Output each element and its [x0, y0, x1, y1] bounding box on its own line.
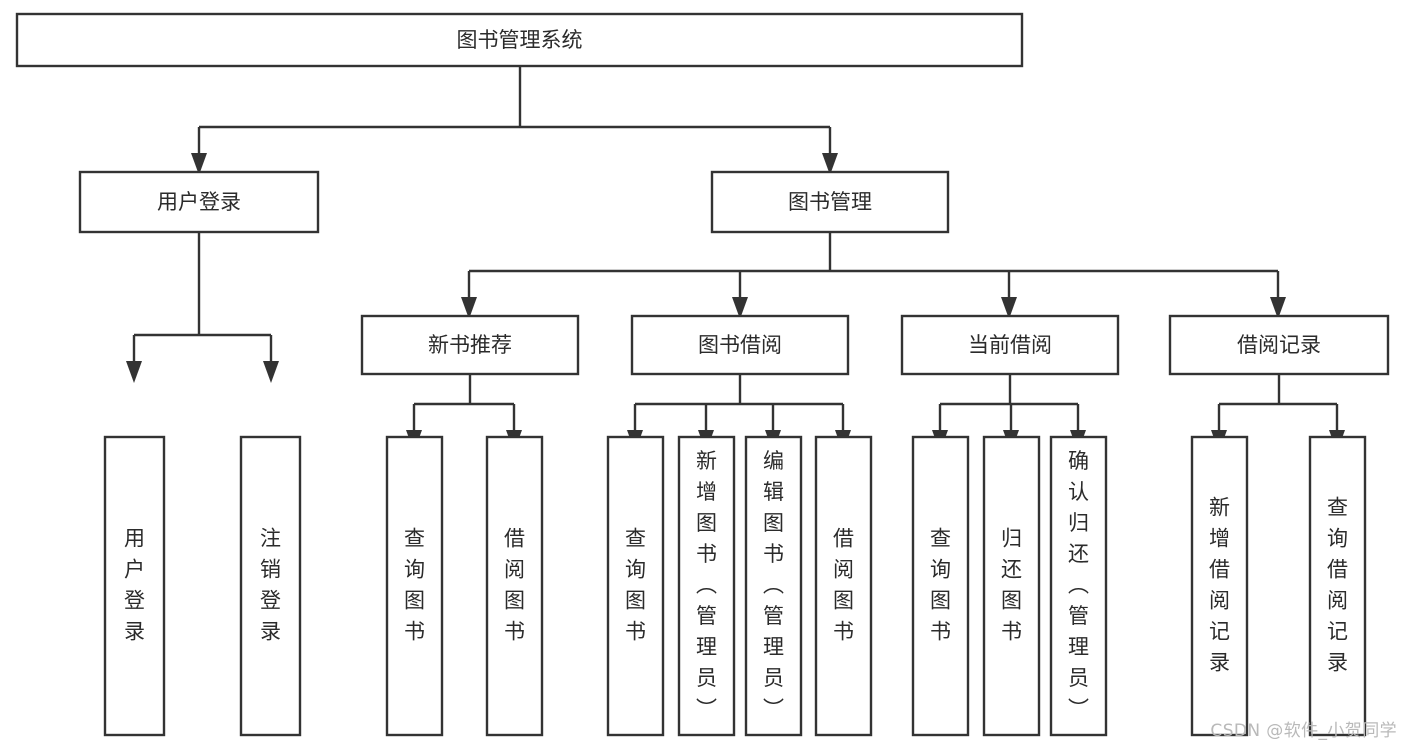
leaf-node-10[interactable]: 确认归还︵管理员︶ [1049, 435, 1108, 737]
level3-node-3-box[interactable] [1168, 314, 1390, 376]
arrow-head-icon [461, 297, 477, 319]
leaf-node-7-label: 借阅图书 [833, 527, 854, 644]
leaf-node-8-box[interactable] [911, 435, 970, 737]
arrow-head-icon [1001, 297, 1017, 319]
leaf-node-3[interactable]: 借阅图书 [485, 435, 544, 737]
leaf-node-7[interactable]: 借阅图书 [814, 435, 873, 737]
level2-node-1-box[interactable] [710, 170, 950, 234]
arrow-head-icon [191, 153, 207, 175]
leaf-node-6-box[interactable] [744, 435, 803, 737]
leaf-node-7-box[interactable] [814, 435, 873, 737]
leaf-node-2-label: 查询图书 [404, 527, 425, 644]
level2-node-0-label: 用户登录 [157, 190, 241, 214]
leaf-node-0[interactable]: 用户登录 [103, 435, 166, 737]
arrow-head-icon [732, 297, 748, 319]
connector-layer [126, 66, 1345, 452]
leaf-node-9-label: 归还图书 [1001, 527, 1022, 644]
leaf-node-10-label: 确认归还︵管理员︶ [1068, 449, 1089, 721]
arrow-head-icon [126, 361, 142, 383]
root-node-book-management-system[interactable]: 图书管理系统 [15, 12, 1024, 68]
level3-node-3[interactable]: 借阅记录 [1168, 314, 1390, 376]
leaf-node-11[interactable]: 新增借阅记录 [1190, 435, 1249, 737]
level2-node-0-box[interactable] [78, 170, 320, 234]
level3-node-1-label: 图书借阅 [698, 333, 782, 357]
leaf-node-4-label: 查询图书 [625, 527, 646, 644]
level3-node-0[interactable]: 新书推荐 [360, 314, 580, 376]
leaf-node-0-label: 用户登录 [124, 527, 145, 644]
leaf-node-10-box[interactable] [1049, 435, 1108, 737]
arrow-head-icon [1270, 297, 1286, 319]
leaf-node-12[interactable]: 查询借阅记录 [1308, 435, 1367, 737]
level3-node-2-label: 当前借阅 [968, 333, 1052, 357]
leaf-node-9-box[interactable] [982, 435, 1041, 737]
arrow-head-icon [822, 153, 838, 175]
level2-node-1-label: 图书管理 [788, 190, 872, 214]
root-node-book-management-system-box[interactable] [15, 12, 1024, 68]
root-node-book-management-system-label: 图书管理系统 [457, 28, 583, 52]
leaf-node-4[interactable]: 查询图书 [606, 435, 665, 737]
leaf-node-1[interactable]: 注销登录 [239, 435, 302, 737]
level3-node-1[interactable]: 图书借阅 [630, 314, 850, 376]
leaf-node-4-box[interactable] [606, 435, 665, 737]
level2-node-1[interactable]: 图书管理 [710, 170, 950, 234]
leaf-node-5[interactable]: 新增图书︵管理员︶ [677, 435, 736, 737]
leaf-node-5-box[interactable] [677, 435, 736, 737]
leaf-node-1-box[interactable] [239, 435, 302, 737]
level3-node-2[interactable]: 当前借阅 [900, 314, 1120, 376]
level3-node-0-label: 新书推荐 [428, 333, 512, 357]
leaf-node-6-label: 编辑图书︵管理员︶ [763, 449, 784, 721]
leaf-node-1-label: 注销登录 [260, 527, 281, 644]
leaf-node-5-label: 新增图书︵管理员︶ [696, 449, 717, 721]
leaf-node-8-label: 查询图书 [930, 527, 951, 644]
level3-node-3-label: 借阅记录 [1237, 333, 1321, 357]
leaf-node-12-box[interactable] [1308, 435, 1367, 737]
leaf-node-12-label: 查询借阅记录 [1327, 496, 1348, 675]
leaf-node-6[interactable]: 编辑图书︵管理员︶ [744, 435, 803, 737]
leaf-node-11-box[interactable] [1190, 435, 1249, 737]
leaf-node-2-box[interactable] [385, 435, 444, 737]
node-layer: 图书管理系统用户登录图书管理新书推荐图书借阅当前借阅借阅记录用户登录注销登录查询… [15, 12, 1390, 737]
level3-node-2-box[interactable] [900, 314, 1120, 376]
level2-node-0[interactable]: 用户登录 [78, 170, 320, 234]
leaf-node-3-box[interactable] [485, 435, 544, 737]
level3-node-1-box[interactable] [630, 314, 850, 376]
arrow-head-icon [263, 361, 279, 383]
level3-node-0-box[interactable] [360, 314, 580, 376]
leaf-node-8[interactable]: 查询图书 [911, 435, 970, 737]
leaf-node-0-box[interactable] [103, 435, 166, 737]
leaf-node-9[interactable]: 归还图书 [982, 435, 1041, 737]
leaf-node-2[interactable]: 查询图书 [385, 435, 444, 737]
leaf-node-11-label: 新增借阅记录 [1209, 496, 1230, 675]
leaf-node-3-label: 借阅图书 [504, 527, 525, 644]
